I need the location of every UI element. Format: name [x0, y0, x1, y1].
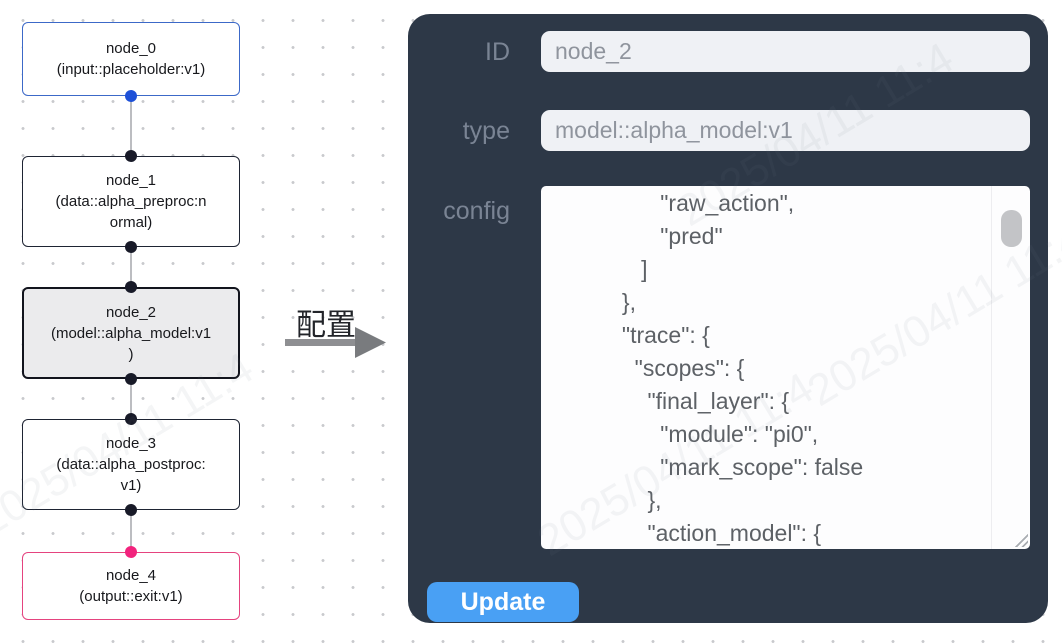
- node-type: (output::exit:v1): [79, 588, 183, 605]
- update-button[interactable]: Update: [427, 582, 579, 622]
- scrollbar-gutter: [991, 186, 992, 549]
- node-type: ): [128, 345, 134, 363]
- config-json-textarea[interactable]: "raw_action", "pred" ] }, "trace": { "sc…: [541, 186, 1030, 549]
- node-config-panel: ID type config "raw_action", "pred" ] },…: [408, 14, 1048, 623]
- config-line: "scopes": {: [558, 355, 745, 381]
- output-port-node_2[interactable]: [125, 373, 137, 385]
- config-line: },: [558, 487, 662, 513]
- node-node_4[interactable]: node_4 (output::exit:v1): [22, 552, 240, 620]
- node-node_2-selected[interactable]: node_2 (model::alpha_model:v1 ): [22, 287, 240, 379]
- edge-node0-node1: [130, 96, 132, 156]
- node-title: node_3: [105, 435, 157, 452]
- edge-node1-node2: [130, 247, 132, 287]
- input-port-node_4[interactable]: [125, 546, 137, 558]
- configure-label: 配置: [296, 309, 356, 342]
- type-field-label: type: [462, 117, 510, 145]
- config-line: "trace": {: [558, 322, 710, 348]
- node-type: v1): [120, 477, 142, 494]
- node-type: (data::alpha_postproc:: [56, 456, 206, 473]
- id-field-label: ID: [485, 38, 510, 66]
- input-port-node_2[interactable]: [125, 281, 137, 293]
- type-input[interactable]: [541, 110, 1030, 151]
- output-port-node_0[interactable]: [125, 90, 137, 102]
- node-title: node_4: [105, 567, 157, 584]
- config-field-label: config: [443, 197, 510, 225]
- output-port-node_1[interactable]: [125, 241, 137, 253]
- id-input[interactable]: [541, 31, 1030, 72]
- edge-node2-node3: [130, 379, 132, 419]
- config-line: "action_model": {: [558, 520, 822, 546]
- output-port-node_3[interactable]: [125, 504, 137, 516]
- config-line: "raw_action",: [558, 190, 795, 216]
- node-node_1[interactable]: node_1 (data::alpha_preproc:n ormal): [22, 156, 240, 247]
- node-title: node_1: [105, 172, 157, 189]
- config-line: ]: [558, 256, 648, 282]
- scrollbar-thumb[interactable]: [1001, 210, 1022, 247]
- node-title: node_0: [105, 40, 157, 57]
- node-type: ormal): [109, 214, 153, 231]
- node-node_0[interactable]: node_0 (input::placeholder:v1): [22, 22, 240, 96]
- node-type: (data::alpha_preproc:n: [55, 193, 207, 210]
- config-line: "final_layer": {: [558, 388, 790, 414]
- edge-node3-node4: [130, 510, 132, 552]
- node-type: (model::alpha_model:v1: [50, 324, 212, 342]
- node-title: node_2: [105, 303, 157, 321]
- node-node_3[interactable]: node_3 (data::alpha_postproc: v1): [22, 419, 240, 510]
- config-line: "mark_scope": false: [558, 454, 864, 480]
- node-type: (input::placeholder:v1): [56, 61, 206, 78]
- right-arrow-icon: [285, 327, 386, 358]
- config-line: },: [558, 289, 636, 315]
- config-line: "module": "pi0",: [558, 421, 819, 447]
- input-port-node_3[interactable]: [125, 413, 137, 425]
- input-port-node_1[interactable]: [125, 150, 137, 162]
- config-line: "pred": [558, 223, 723, 249]
